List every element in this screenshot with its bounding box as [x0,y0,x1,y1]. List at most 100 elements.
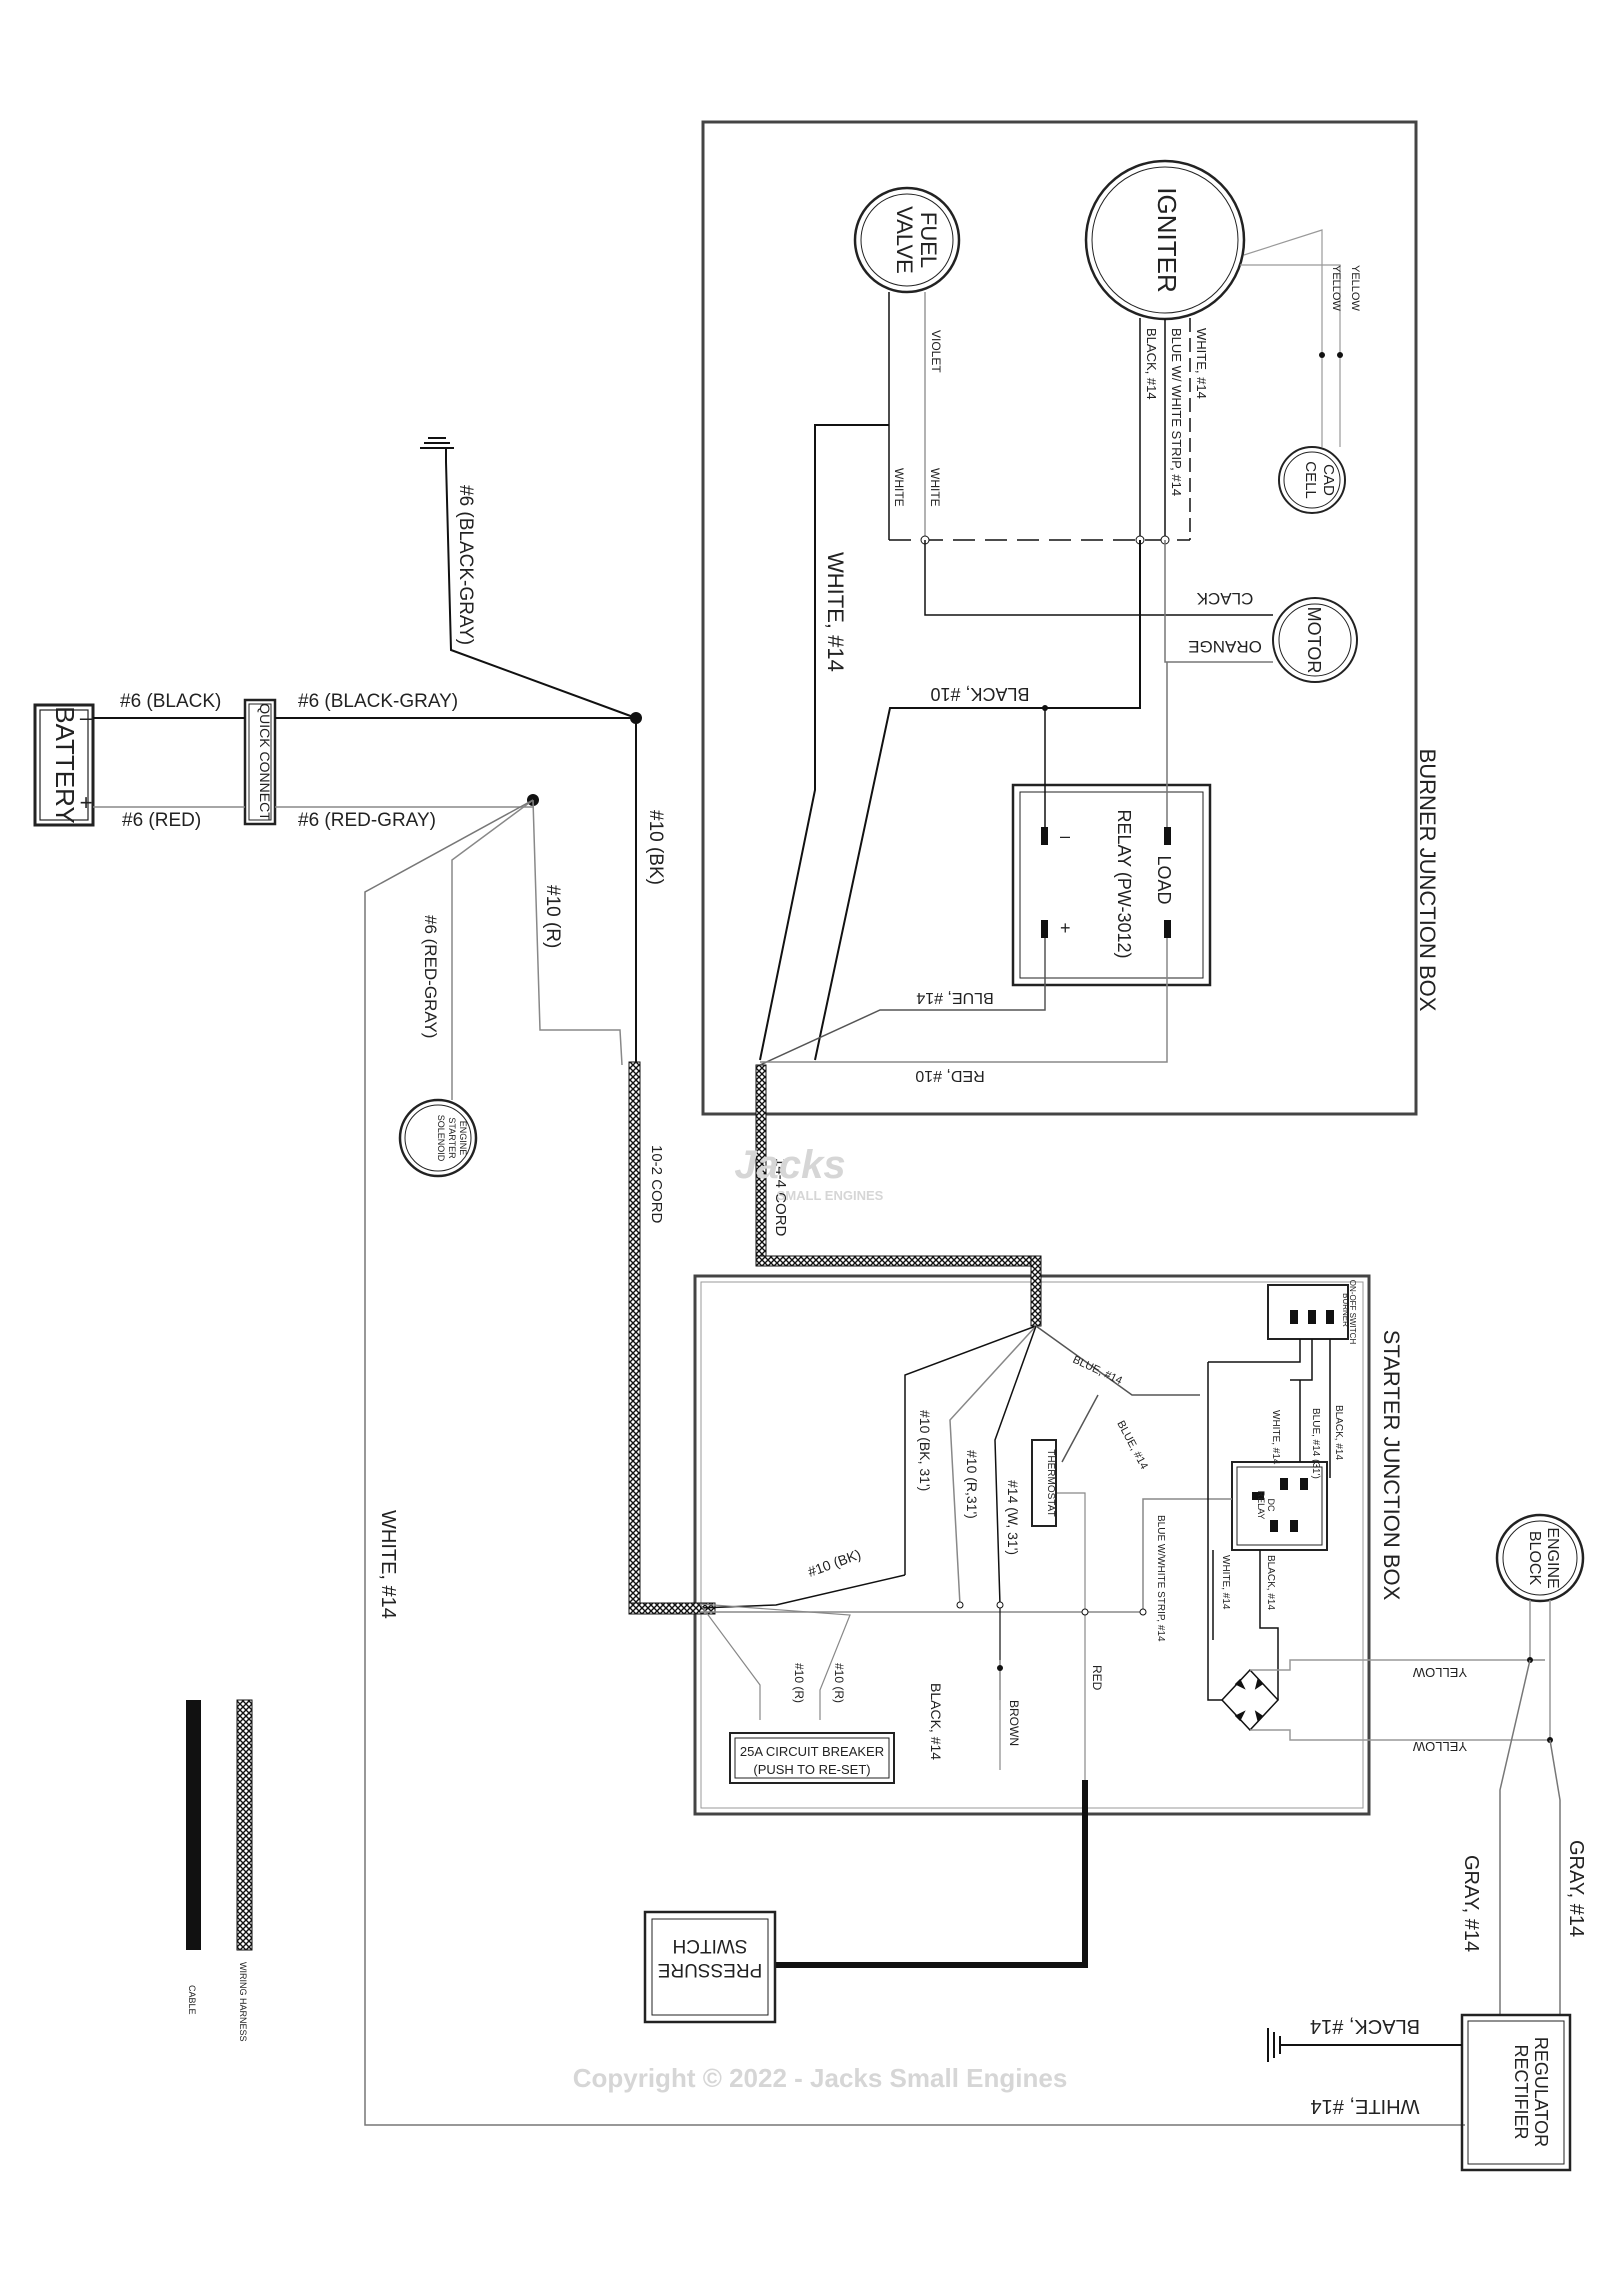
wire-label-r10-b: #10 (R) [832,1663,846,1703]
wire-label-black14-s1: BLACK, #14 [1333,1405,1344,1460]
engine-starter-solenoid [398,1098,478,1178]
engine-solenoid-label-3: SOLENOID [436,1115,446,1162]
wire-label-blue14-s3: BLUE, #14 (31') [1310,1408,1321,1479]
legend-harness-label: WIRING HARNESS [238,1962,248,2042]
pressure-switch [643,1910,777,2024]
fuel-valve-label-2: VALVE [892,206,917,274]
wire-label-blue-white-ign: BLUE W/ WHITE STRIP, #14 [1169,328,1184,496]
relay-pw3012 [1011,783,1212,987]
wire-label-black6: #6 (BLACK) [120,691,221,712]
wire-label-violet: VIOLET [929,330,943,373]
burner-box-label: BURNER JUNCTION BOX [1415,749,1440,1012]
wire-label-gray14-a: GRAY, #14 [1460,1855,1482,1952]
wire-label-white14-reg: WHITE, #14 [1311,2095,1420,2117]
dc-relay-label-2: RELAY [1256,1491,1266,1520]
wire-label-red-gray-b: #6 (RED-GRAY) [421,915,440,1038]
burner-on-off-switch [1267,1284,1349,1340]
wire-label-red-s: RED [1090,1665,1104,1691]
ground-symbol-regulator [1267,2028,1281,2062]
wire-label-r10-a: #10 (R) [792,1663,806,1703]
engine-block [1495,1513,1585,1603]
dc-relay [1231,1461,1328,1551]
wire-label-red6: #6 (RED) [122,810,201,831]
watermark-logo-sub: SMALL ENGINES [777,1188,884,1203]
pressure-switch-label-1: PRESSURE [658,1959,763,1980]
wire-label-bk10-s: #10 (BK) [806,1546,863,1580]
wire-label-white14-s: WHITE, #14 [1270,1410,1281,1465]
wire-label-gray14-b: GRAY, #14 [1565,1840,1587,1937]
motor-label: MOTOR [1304,607,1324,674]
wire-label-white14-s2: WHITE, #14 [1220,1555,1231,1610]
fuel-valve-label-1: FUEL [916,212,941,268]
wire-label-white-fv2: WHITE [928,468,942,507]
wire-label-black14-s2: BLACK, #14 [1265,1555,1276,1610]
wire-label-w14-31: #14 (W, 31') [1005,1480,1021,1555]
battery-neg-terminal: – [80,705,93,730]
wire-label-bk10-31: #10 (BK, 31') [917,1410,933,1491]
wire-label-white14-left: WHITE, #14 [377,1510,399,1619]
wire-label-black10-burner: BLACK, #10 [930,684,1029,704]
wire-label-yellow-s2: YELLOW [1412,1739,1467,1754]
motor [1272,597,1358,683]
watermark-copyright: Copyright © 2022 - Jacks Small Engines [573,2063,1068,2093]
wire-label-black14-ign: BLACK, #14 [1144,328,1159,400]
igniter-label: IGNITER [1152,187,1182,292]
pressure-switch-label-2: SWITCH [673,1935,748,1956]
engine-solenoid-label-1: ENGINE [458,1121,468,1156]
wire-label-blue-white-s: BLUE W/WHITE STRIP, #14 [1155,1515,1166,1642]
wire-label-red10-burner: RED, #10 [915,1067,984,1084]
wire-label-yellow-ign2: YELLOW [1349,265,1361,311]
wire-label-cord-14-4: 14-4 CORD [772,1158,789,1237]
thermostat [1031,1439,1057,1527]
engine-solenoid-label-2: STARTER [447,1117,457,1159]
burner-junction-box [701,120,1418,1116]
legend-cable-label: CABLE [187,1985,197,2015]
engine-block-label-2: BLOCK [1526,1531,1543,1586]
relay-pos-label: + [1060,918,1071,938]
wire-label-r10: #10 (R) [542,885,563,948]
wire-label-black14-s3: BLACK, #14 [928,1683,944,1760]
wire-label-cord-10-2: 10-2 CORD [648,1145,665,1224]
legend-harness-swatch [236,1699,253,1951]
regulator-label-1: REGULATOR [1531,2037,1551,2147]
cad-cell-label-1: CAD [1320,464,1337,496]
wire-label-clack: CLACK [1196,589,1253,608]
ground-symbol-top [420,437,454,449]
wire-label-black-gray-b: #6 (BLACK-GRAY) [455,485,476,645]
quick-connect [243,698,277,826]
wire-label-orange: ORANGE [1188,637,1262,656]
harness-10-2-cord [628,1061,641,1611]
wire-label-black14-reg: BLACK, #14 [1310,2015,1420,2037]
starter-box-label: STARTER JUNCTION BOX [1379,1330,1404,1601]
wire-label-red-gray-a: #6 (RED-GRAY) [298,810,436,831]
regulator-rectifier [1460,2013,1572,2172]
wire-label-yellow-s1: YELLOW [1412,1665,1467,1680]
battery-pos-terminal: + [80,790,93,815]
relay-neg-label: – [1060,826,1070,846]
fuel-valve [853,186,961,294]
wire-label-black-gray-a: #6 (BLACK-GRAY) [298,691,458,712]
regulator-label-2: RECTIFIER [1511,2044,1531,2139]
engine-block-label-1: ENGINE [1544,1527,1561,1588]
legend-cable-swatch [186,1700,201,1950]
circuit-breaker-label-1: 25A CIRCUIT BREAKER [740,1744,884,1759]
wire-label-white-fv1: WHITE [892,468,906,507]
battery [33,703,95,827]
diode-bridge [1220,1668,1280,1732]
wire-label-r10-31: #10 (R,31') [964,1450,980,1519]
burner-switch-label-2: ON-OFF SWITCH [1348,1280,1357,1345]
wire-label-bk10: #10 (BK) [645,810,666,885]
relay-name-label: RELAY (PW-3012) [1114,809,1134,958]
cad-cell [1278,446,1346,514]
wire-label-blue14-s1: BLUE, #14 [1071,1354,1124,1387]
circuit-breaker-25a [729,1732,895,1784]
burner-switch-label-1: BURNER [1341,1293,1350,1327]
circuit-breaker-label-2: (PUSH TO RE-SET) [753,1762,870,1777]
wire-label-blue14-burner: BLUE, #14 [916,989,993,1006]
dc-relay-label-1: DC [1266,1499,1276,1512]
cad-cell-label-2: CELL [1302,461,1319,499]
wire-label-brown: BROWN [1007,1700,1021,1746]
battery-label: BATTERY [50,706,80,824]
watermark-logo: Jacks [734,1143,845,1187]
